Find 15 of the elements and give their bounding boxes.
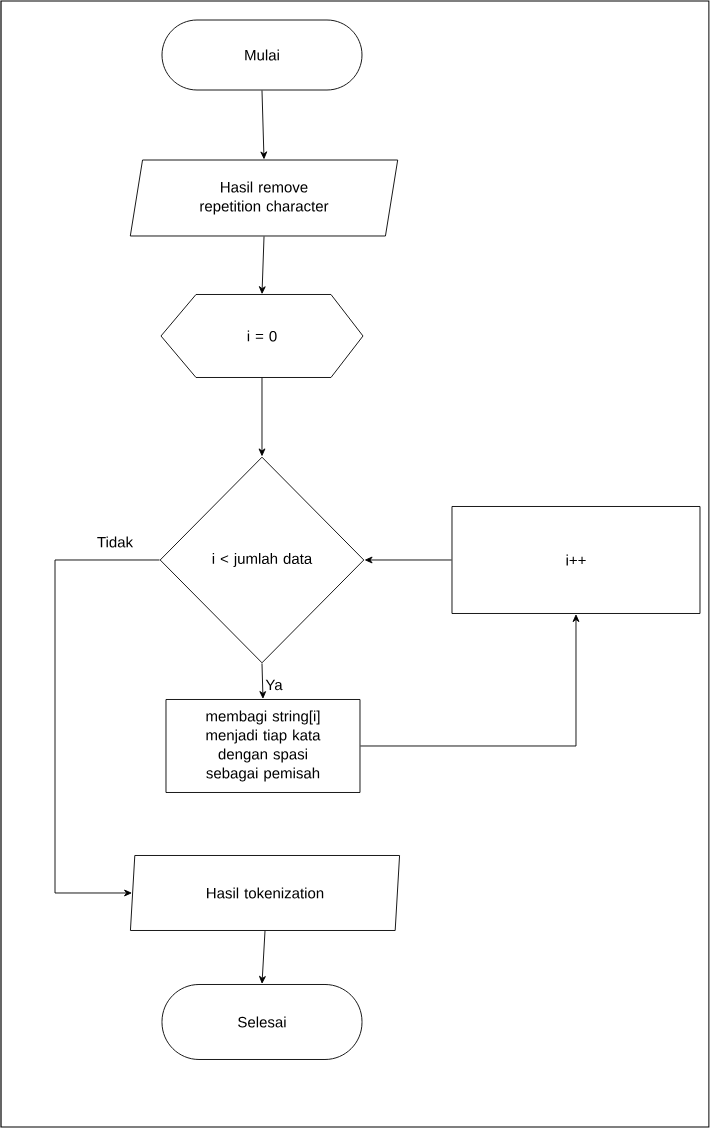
process-box: membagi string[i] menjadi tiap kata dengan spasi sebagai pemisah [165, 699, 361, 793]
arrow [260, 90, 268, 159]
arrow [259, 663, 267, 699]
arrow [365, 556, 452, 564]
edge-label: Tidak [95, 535, 135, 549]
data-parallelogram: Hasil tokenization [130, 855, 400, 931]
preparation-hexagon: i = 0 [160, 294, 364, 378]
process-box: i++ [451, 506, 701, 614]
edge-label: Ya [264, 678, 284, 692]
arrow [360, 614, 580, 747]
arrow [54, 559, 160, 897]
data-parallelogram: Hasil remove repetition character [129, 159, 399, 237]
arrow [259, 930, 266, 984]
arrow [258, 236, 266, 294]
arrow [258, 377, 266, 456]
